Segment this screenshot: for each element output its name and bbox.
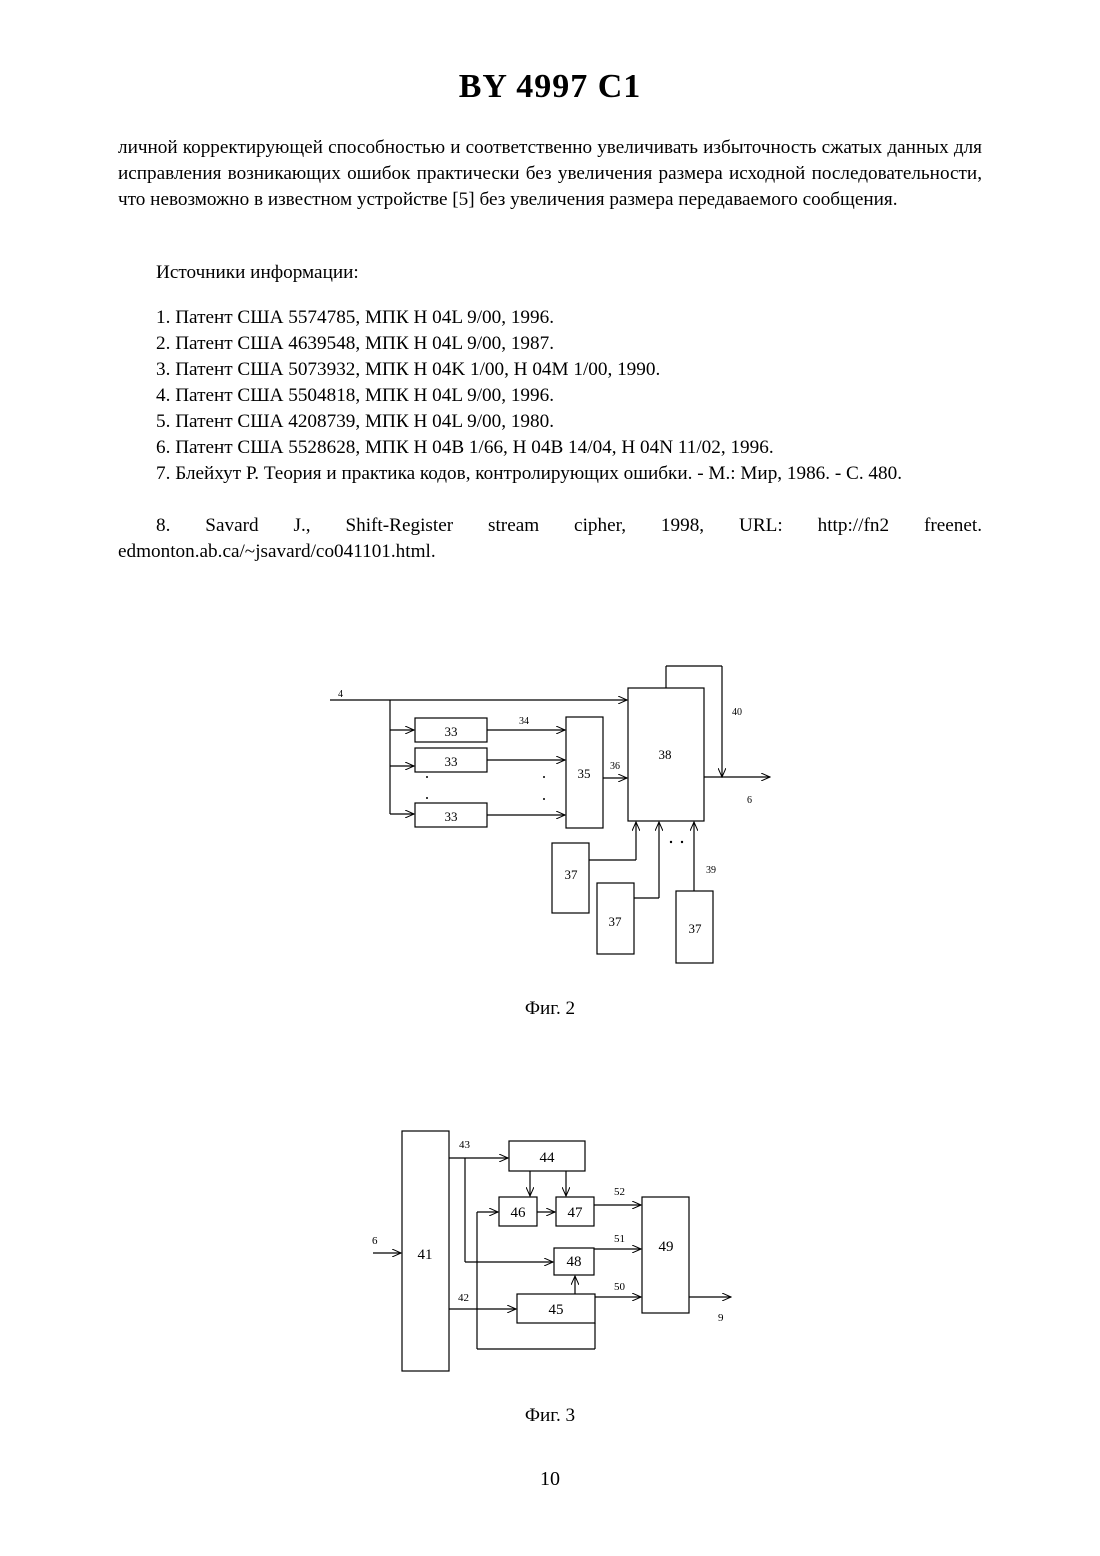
fig3-label-output: 9 [718, 1312, 724, 1324]
fig3-label-block-44: 44 [540, 1150, 556, 1166]
fig3-label-block-46: 46 [511, 1205, 527, 1221]
fig3-label-block-48: 48 [567, 1254, 582, 1270]
fig3-label-bus-51: 51 [614, 1233, 625, 1245]
block-49 [642, 1197, 689, 1313]
fig3-label-bus-50: 50 [614, 1281, 626, 1293]
fig3-label-bus-52: 52 [614, 1186, 625, 1198]
figure-3-caption: Фиг. 3 [0, 1405, 1100, 1427]
fig3-label-input: 6 [372, 1235, 378, 1247]
fig3-label-bus-42: 42 [458, 1292, 469, 1304]
fig3-label-block-41: 41 [418, 1247, 433, 1263]
fig3-label-block-45: 45 [549, 1302, 564, 1318]
fig3-label-bus-43: 43 [459, 1139, 471, 1151]
fig3-label-block-47: 47 [568, 1205, 584, 1221]
fig3-label-block-49: 49 [659, 1239, 674, 1255]
page-number: 10 [0, 1468, 1100, 1491]
